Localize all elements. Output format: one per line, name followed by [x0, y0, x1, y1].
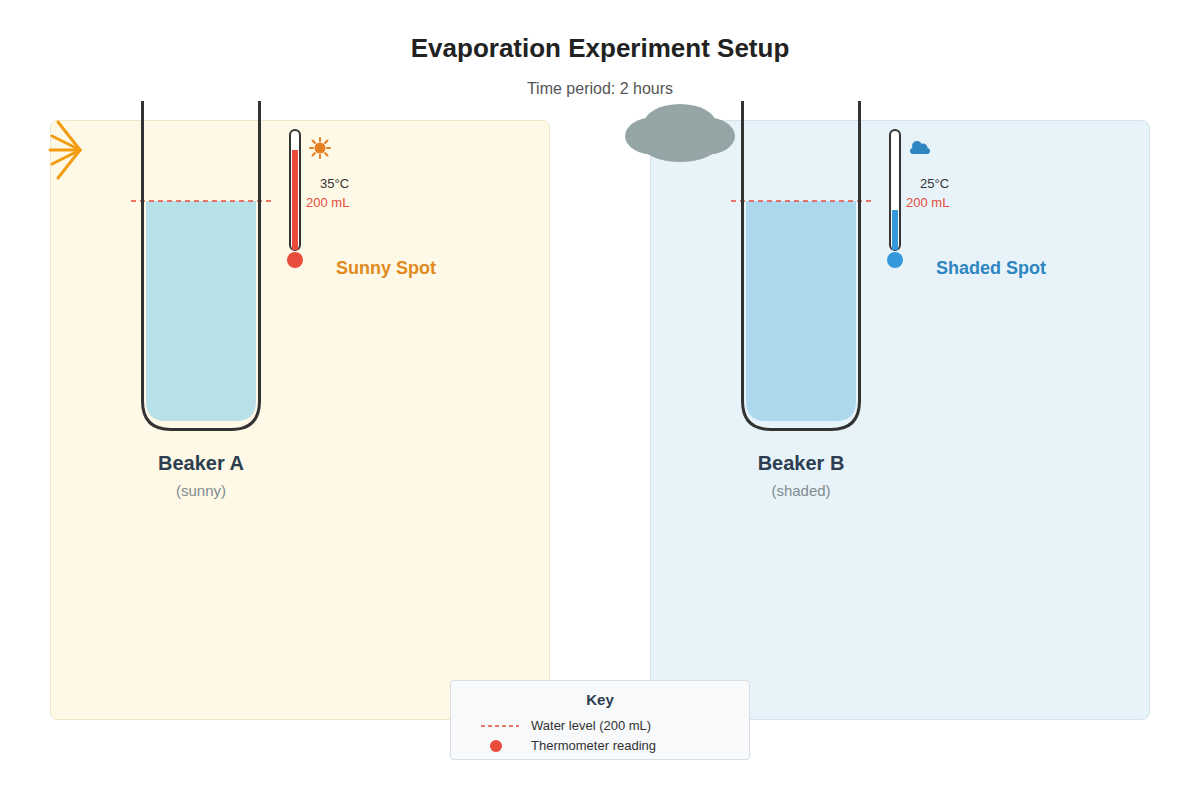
beaker: Beaker B(shaded): [741, 101, 861, 431]
beaker: Beaker A(sunny): [141, 101, 261, 431]
beaker-note: (sunny): [101, 482, 301, 499]
thermometer: [887, 130, 903, 268]
water-level-line: [131, 200, 271, 202]
beaker-shape: [141, 101, 261, 431]
legend-row: Thermometer reading: [451, 737, 749, 755]
temperature-reading: 25°C: [920, 176, 949, 191]
legend-row: Water level (200 mL): [451, 717, 749, 735]
panel-heading: Sunny Spot: [336, 258, 436, 279]
sun-icon: [310, 138, 330, 158]
beaker-outline: [143, 101, 260, 430]
subtitle: Time period: 2 hours: [0, 80, 1200, 98]
legend-text: Thermometer reading: [531, 738, 656, 753]
legend-box: KeyWater level (200 mL) Thermometer readi…: [450, 680, 750, 760]
water: [746, 201, 856, 421]
cloud: [625, 104, 735, 162]
cloud-icon: [910, 141, 930, 154]
legend-swatch: [475, 717, 525, 735]
water: [146, 201, 256, 421]
legend-text: Water level (200 mL): [531, 718, 651, 733]
beaker-outline: [743, 101, 860, 430]
thermometer: [287, 130, 303, 268]
beaker-label: Beaker B: [701, 452, 901, 475]
volume-label: 200 mL: [906, 195, 949, 210]
legend-swatch: [475, 737, 525, 755]
sun-rays: [50, 122, 80, 178]
temperature-reading: 35°C: [320, 176, 349, 191]
diagram-title: Evaporation Experiment Setup: [0, 33, 1200, 64]
beaker-note: (shaded): [701, 482, 901, 499]
beaker-shape: [741, 101, 861, 431]
panel-heading: Shaded Spot: [936, 258, 1046, 279]
water-level-line: [731, 200, 871, 202]
beaker-label: Beaker A: [101, 452, 301, 475]
volume-label: 200 mL: [306, 195, 349, 210]
legend-title: Key: [451, 691, 749, 708]
